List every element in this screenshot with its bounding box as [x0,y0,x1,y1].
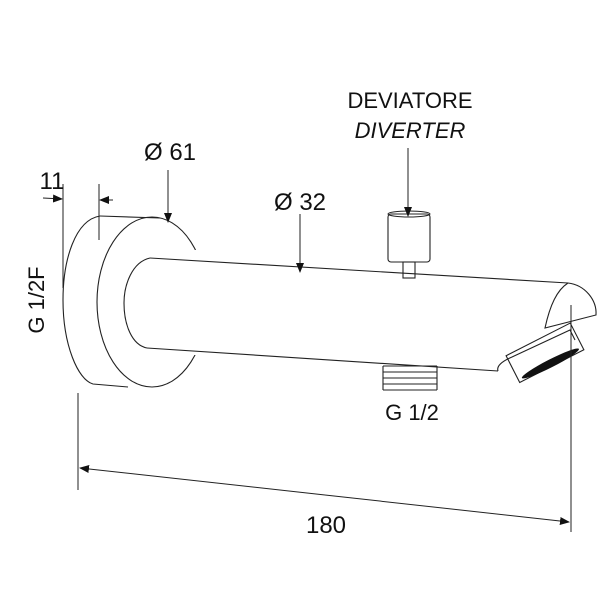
label-diverter-en: DIVERTER [355,118,466,143]
label-total-length: 180 [306,512,346,539]
label-pipe-diameter: Ø 32 [274,189,326,216]
dimension-total-length [77,305,572,532]
spout-outlet [497,282,597,384]
label-flange-diameter: Ø 61 [144,139,196,166]
label-wall-connection: G 1/2F [24,266,49,333]
dimension-flange-thickness [42,184,113,288]
label-flange-thickness: 11 [40,168,65,195]
spout-pipe [123,250,569,372]
label-outlet-thread: G 1/2 [385,400,439,425]
outlet-thread [382,365,438,391]
diverter-knob [387,210,431,279]
label-diverter-it: DEVIATORE [347,88,472,113]
